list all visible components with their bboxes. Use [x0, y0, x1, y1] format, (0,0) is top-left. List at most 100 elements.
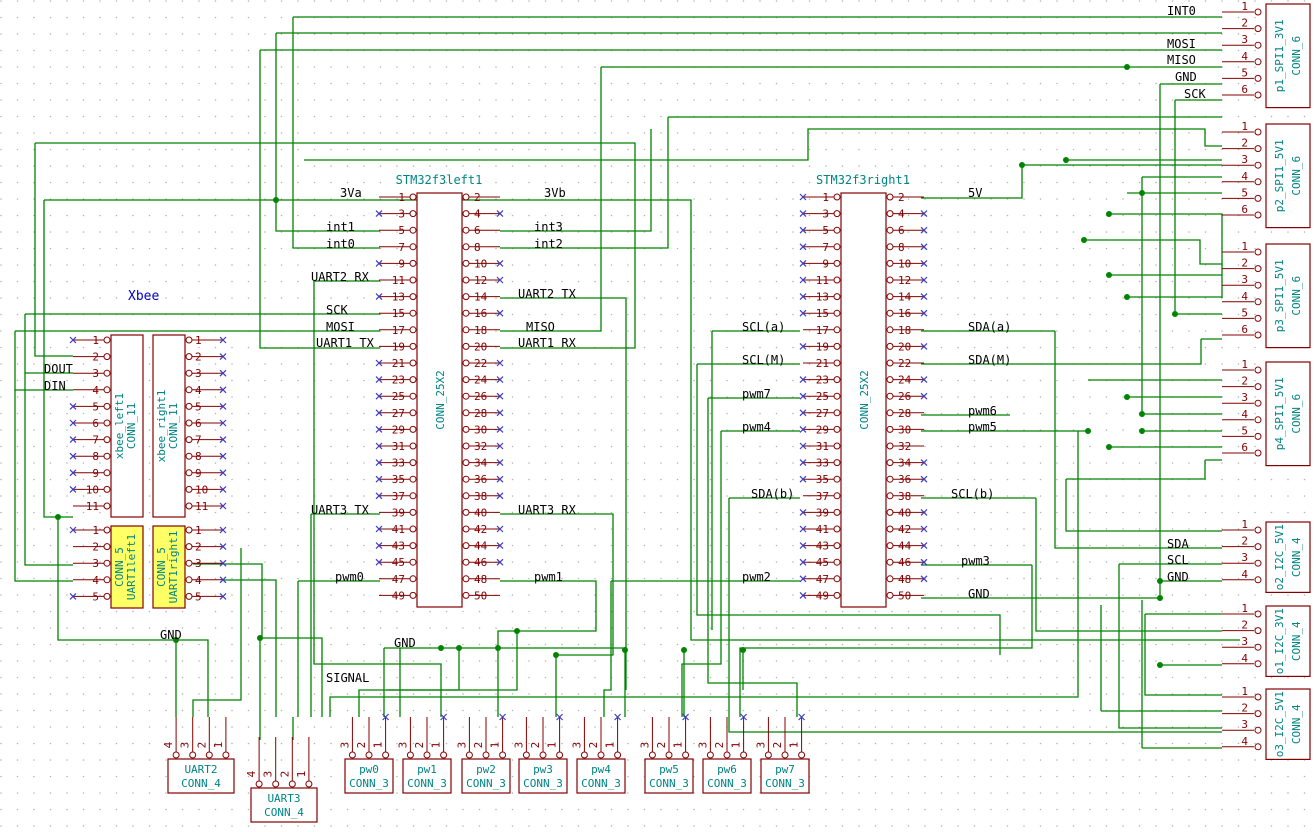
wire [1066, 459, 1222, 480]
pin-circle [833, 392, 841, 400]
pin-number: 12 [474, 274, 487, 287]
pin-circle [185, 336, 193, 344]
no-connect-mark [219, 419, 227, 427]
junction-dot [173, 637, 179, 643]
pin-number: 4 [162, 741, 175, 748]
component-value: CONN_5 [155, 547, 168, 587]
pin-number: 18 [474, 324, 487, 337]
pin-circle [886, 459, 894, 467]
pin-circle [409, 193, 417, 201]
pin-number: 3 [92, 557, 99, 570]
no-connect-mark [496, 525, 504, 533]
no-connect-mark [219, 485, 227, 493]
pin-circle [1254, 432, 1262, 440]
no-connect-mark [799, 342, 807, 350]
pin-number: 15 [816, 307, 829, 320]
pin-circle [886, 558, 894, 566]
pin-number: 25 [816, 390, 829, 403]
pin-circle [462, 309, 470, 317]
pin-number: 3 [512, 742, 525, 749]
pin-circle [1254, 383, 1262, 391]
pin-circle [1254, 693, 1262, 701]
pin-number: 19 [816, 340, 829, 353]
no-connect-mark [496, 259, 504, 267]
pin-number: 42 [898, 523, 911, 536]
connector-body [1265, 688, 1311, 761]
pin-number: 19 [392, 340, 405, 353]
pin-number: 2 [278, 771, 291, 778]
pin-number: 29 [392, 423, 405, 436]
no-connect-mark [798, 713, 806, 721]
no-connect-mark [799, 459, 807, 467]
pin-circle [348, 751, 356, 759]
pin-number: 5 [92, 590, 99, 603]
wire [921, 330, 1222, 549]
pin-circle [185, 402, 193, 410]
pin-circle [580, 751, 588, 759]
pin-number: 1 [195, 334, 202, 347]
net-label: pwm0 [335, 570, 364, 584]
pin-circle [103, 386, 111, 394]
connector-body [576, 758, 626, 794]
no-connect-mark [920, 558, 928, 566]
wire [34, 142, 636, 357]
pin-number: 23 [392, 374, 405, 387]
pin-number: 23 [816, 374, 829, 387]
pin-circle [462, 243, 470, 251]
no-connect-mark [69, 469, 77, 477]
junction-dot [1124, 394, 1130, 400]
pin-number: 4 [1241, 408, 1248, 421]
net-label: int0 [326, 237, 355, 251]
pin-number: 1 [546, 742, 559, 749]
pin-circle [189, 751, 197, 759]
pin-circle [462, 293, 470, 301]
wire [1144, 613, 1222, 696]
pin-circle [409, 442, 417, 450]
no-connect-mark [69, 419, 77, 427]
pin-number: 39 [392, 506, 405, 519]
pin-circle [1254, 449, 1262, 457]
wire [24, 373, 73, 566]
net-label: UART1 RX [518, 336, 577, 350]
pin-number: 3 [1241, 635, 1248, 648]
pin-number: 9 [195, 467, 202, 480]
pin-number: 44 [474, 540, 488, 553]
pin-number: 43 [816, 540, 829, 553]
pin-number: 4 [92, 384, 99, 397]
pin-circle [409, 342, 417, 350]
pin-number: 34 [474, 457, 488, 470]
pin-circle [1254, 128, 1262, 136]
wire [304, 128, 1080, 161]
pin-number: 6 [1241, 203, 1248, 216]
pin-number: 8 [898, 241, 905, 254]
pin-circle [103, 502, 111, 510]
pin-number: 20 [474, 340, 487, 353]
pin-circle [409, 293, 417, 301]
pin-circle [833, 492, 841, 500]
no-connect-mark [219, 543, 227, 551]
pin-circle [462, 392, 470, 400]
no-connect-mark [496, 492, 504, 500]
pin-number: 32 [898, 440, 911, 453]
pin-number: 48 [898, 573, 911, 586]
component-reference: p3_SPI1_5V1 [1273, 259, 1286, 332]
no-connect-mark [69, 592, 77, 600]
component-reference: pw1 [417, 763, 437, 776]
pin-number: 3 [696, 742, 709, 749]
pin-number: 2 [655, 742, 668, 749]
pin-number: 1 [788, 742, 801, 749]
wire [500, 66, 1222, 332]
pin-circle [462, 558, 470, 566]
pin-circle [833, 193, 841, 201]
pin-number: 4 [1241, 735, 1248, 748]
component-reference: STM32f3right1 [816, 173, 910, 187]
pin-circle [462, 193, 470, 201]
wire [603, 580, 800, 717]
pin-number: 47 [816, 573, 829, 586]
pin-circle [1254, 211, 1262, 219]
pin-circle [1254, 627, 1262, 635]
net-label: DOUT [44, 362, 73, 376]
pin-number: 44 [898, 540, 912, 553]
